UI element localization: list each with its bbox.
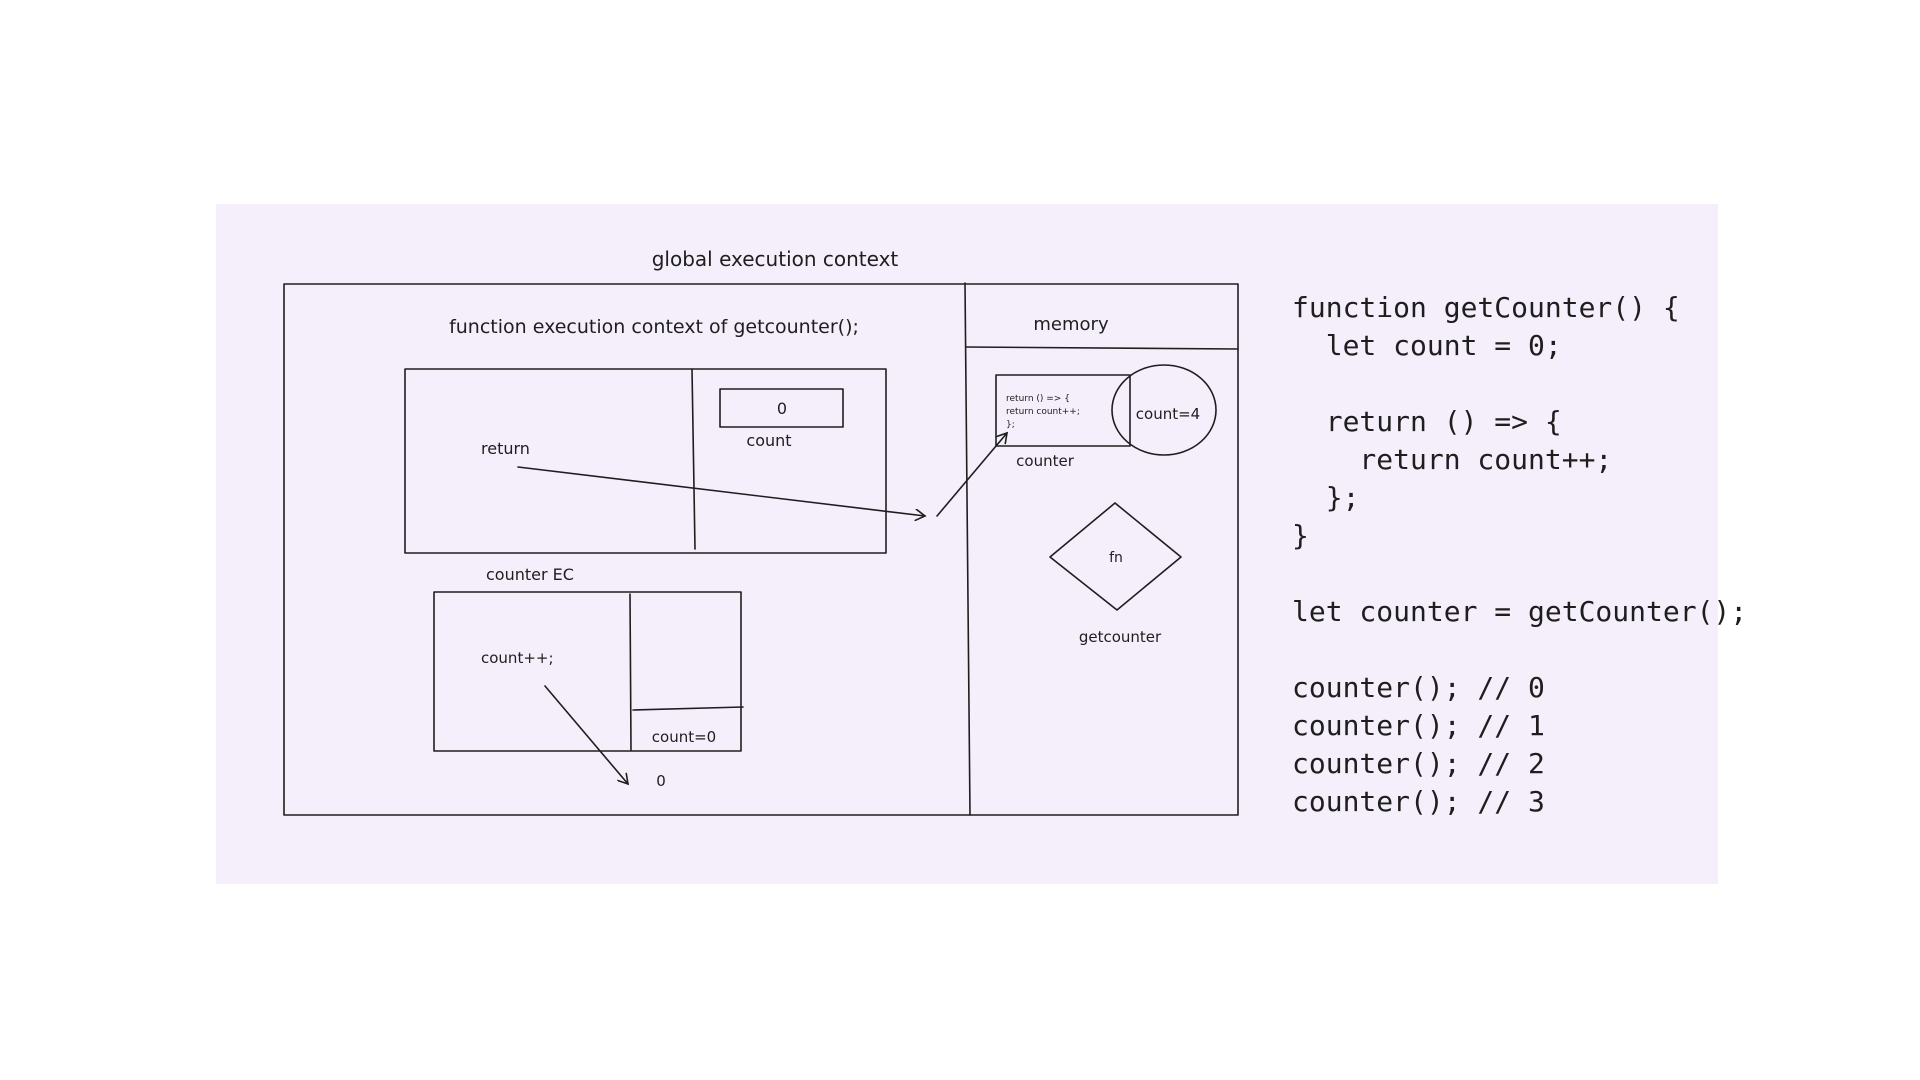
- return-label: return: [481, 439, 530, 458]
- code-line: let counter = getCounter();: [1292, 595, 1747, 628]
- getcounter-fn-diamond: [1049, 502, 1182, 611]
- counter-memory-label: counter: [1016, 452, 1075, 470]
- code-line: counter(); // 0: [1292, 671, 1545, 704]
- code-line: counter(); // 1: [1292, 709, 1545, 742]
- global-context-title: global execution context: [652, 247, 899, 271]
- code-line: function getCounter() {: [1292, 291, 1680, 324]
- memory-divider-horizontal: [965, 346, 1239, 350]
- count-value-box: [719, 388, 844, 428]
- memory-divider-vertical: [964, 282, 971, 816]
- code-listing: function getCounter() { let count = 0; r…: [1292, 291, 1747, 818]
- closure-count-label: count=4: [1136, 405, 1200, 423]
- code-line: counter(); // 3: [1292, 785, 1545, 818]
- return-arrow: [517, 466, 925, 516]
- counter-ec-box: [433, 591, 742, 752]
- code-line: }: [1292, 519, 1309, 552]
- counter-ec-divider: [629, 593, 632, 751]
- closure-code-line-3: };: [1006, 420, 1015, 430]
- count-label: count: [746, 431, 791, 450]
- closure-function-box: [995, 374, 1131, 447]
- count-increment-label: count++;: [481, 649, 554, 667]
- increment-arrow: [544, 685, 628, 784]
- code-line: };: [1292, 481, 1359, 514]
- closure-scope-circle: [1111, 364, 1217, 456]
- memory-title: memory: [1033, 314, 1109, 335]
- getcounter-memory-label: getcounter: [1079, 628, 1162, 646]
- memory-arrow: [936, 433, 1007, 517]
- global-context-box: [283, 283, 1239, 816]
- counter-ec-title: counter EC: [486, 565, 574, 584]
- code-line: return () => {: [1292, 405, 1562, 438]
- function-context-divider: [691, 368, 696, 550]
- function-context-box: [404, 368, 887, 554]
- result-zero-label: 0: [656, 772, 666, 790]
- fn-label: fn: [1109, 550, 1123, 566]
- code-line: let count = 0;: [1292, 329, 1562, 362]
- count-zero-label: count=0: [652, 728, 716, 746]
- closure-code-line-1: return () => {: [1006, 394, 1070, 404]
- count-value: 0: [777, 399, 787, 418]
- counter-ec-horizontal: [632, 706, 744, 711]
- code-line: return count++;: [1292, 443, 1612, 476]
- closure-code-line-2: return count++;: [1006, 407, 1080, 417]
- function-context-title: function execution context of getcounter…: [449, 316, 859, 338]
- code-line: counter(); // 2: [1292, 747, 1545, 780]
